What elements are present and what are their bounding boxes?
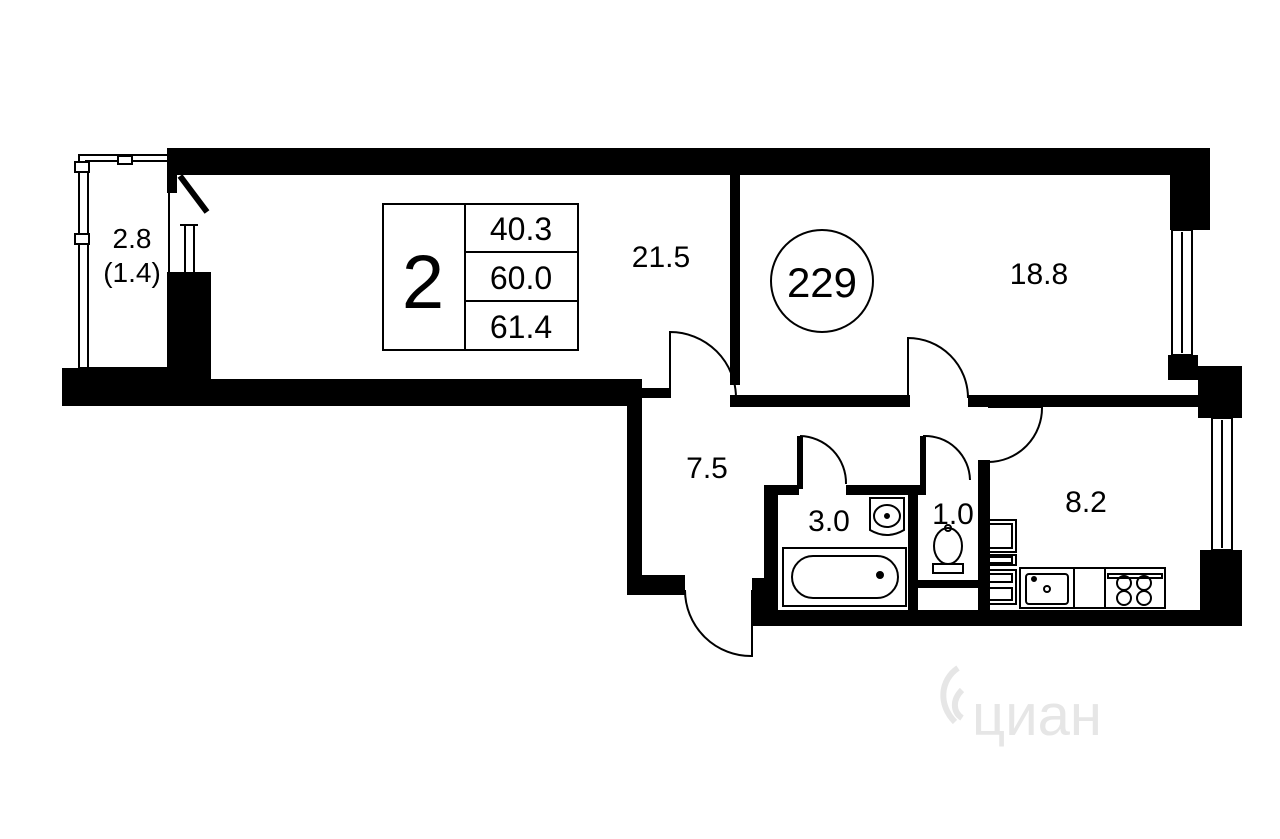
fridge-icon	[983, 519, 1017, 566]
wall-bedroom-bottom-a	[730, 395, 862, 407]
sink-icon	[869, 497, 905, 536]
kitchen-sink-icon	[1019, 567, 1105, 609]
kitchen-area: 8.2	[1065, 486, 1107, 519]
hallway-area: 7.5	[686, 452, 728, 485]
door-living	[669, 330, 737, 399]
balcony-area: 2.8	[113, 223, 152, 254]
wall-hall-bottom-left	[627, 575, 685, 595]
toilet-icon	[932, 524, 964, 574]
living-room-area: 21.5	[632, 241, 690, 274]
wall-bath-top-b	[846, 485, 920, 495]
wall-wc-mid	[918, 580, 978, 588]
wall-living-bottom	[62, 368, 174, 406]
balcony-area-reduced: (1.4)	[103, 257, 161, 288]
bathtub-icon	[782, 547, 907, 607]
door-entrance	[684, 589, 753, 658]
wall-bedroom-bottom-b	[862, 395, 910, 407]
door-toilet	[922, 434, 971, 481]
fixtures	[782, 497, 1166, 609]
balcony-post-1	[117, 155, 133, 165]
watermark-text: циан	[972, 683, 1102, 748]
wall-right-upper	[1170, 148, 1210, 230]
doors	[669, 330, 1044, 658]
wall-left-column	[167, 272, 211, 384]
summary-table: 2 40.3 60.0 61.4	[382, 203, 579, 351]
window-bedroom	[1171, 229, 1193, 356]
wall-top	[167, 148, 1210, 175]
balcony	[74, 154, 210, 369]
wall-living-bottom-main	[167, 379, 642, 406]
wall-living-bottom-right	[642, 388, 670, 398]
watermark: циан	[940, 665, 1102, 748]
toilet-area: 1.0	[932, 498, 974, 531]
total-area: 60.0	[490, 260, 552, 296]
wall-bedroom-bottom-c	[968, 395, 1208, 407]
stove-icon	[1104, 567, 1166, 609]
apartment-number-badge: 229	[770, 229, 874, 333]
wall-bath-door-jamb-r	[920, 436, 926, 489]
wall-bath-right	[908, 485, 918, 620]
wall-wc-top-left	[908, 485, 926, 495]
balcony-post-2	[74, 233, 90, 245]
wall-bottom	[755, 610, 1242, 626]
window-kitchen	[1211, 417, 1233, 551]
living-area: 40.3	[490, 211, 552, 247]
door-bathroom	[799, 435, 848, 485]
wall-bath-door-jamb-l	[797, 436, 803, 489]
wall-bath-top-a	[764, 485, 799, 495]
total-area-with-balcony: 61.4	[490, 309, 552, 345]
walls	[62, 148, 1242, 626]
wall-hall-left	[627, 398, 642, 595]
wall-right-lower-bedroom	[1168, 355, 1198, 380]
door-bedroom	[907, 336, 969, 399]
balcony-door-leaf	[177, 174, 210, 214]
balcony-post-3	[74, 161, 90, 173]
rooms-count: 2	[402, 240, 444, 325]
door-kitchen	[987, 406, 1044, 463]
bedroom-area: 18.8	[1010, 258, 1068, 291]
wall-left-stub	[167, 175, 177, 193]
wall-right-kitchen-top	[1198, 366, 1242, 418]
windows	[1171, 229, 1233, 551]
washer-icon	[983, 569, 1017, 605]
wall-living-bedroom	[730, 175, 740, 385]
apartment-number: 229	[787, 259, 857, 306]
watermark-logo-icon	[940, 665, 965, 725]
bathroom-area: 3.0	[808, 505, 850, 538]
wall-bath-left	[764, 485, 778, 620]
